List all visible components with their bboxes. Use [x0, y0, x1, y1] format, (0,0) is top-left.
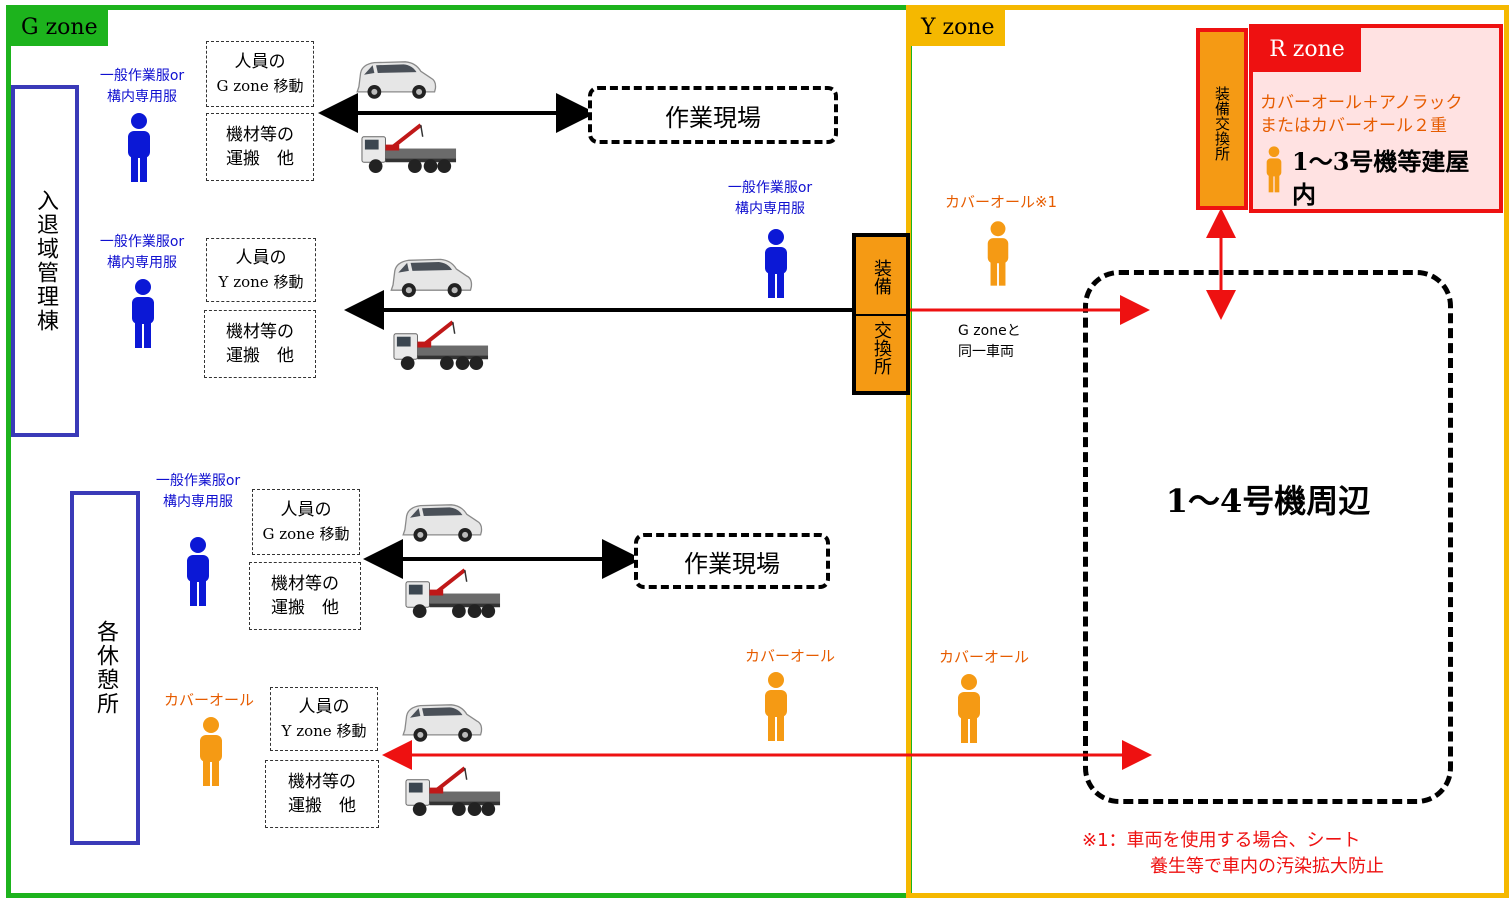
row4-move-box: 人員の Y zone 移動: [270, 687, 378, 751]
row3-cargo-line2: 運搬 他: [271, 598, 339, 618]
entry-management-building: 入退域管理棟: [11, 85, 79, 437]
row4-truck-icon: [404, 766, 502, 820]
row4-move-line1: 人員の: [298, 697, 350, 717]
row4-move-line2: Y zone 移動: [281, 722, 367, 740]
row4-worker-label: カバーオール: [163, 691, 254, 709]
row1-move-line1: 人員の: [234, 52, 286, 72]
row1-move-box: 人員の G zone 移動: [206, 41, 314, 107]
row1-worker-icon: [124, 112, 154, 182]
row4-worker-icon: [196, 716, 226, 786]
row1-move-line2: G zone 移動: [216, 77, 304, 95]
row3-worker-icon: [183, 536, 213, 606]
rest-area-building: 各休憩所: [70, 491, 140, 845]
row1-worker-label-2: 構内専用服: [107, 89, 177, 105]
row4-cargo-line1: 機材等の: [288, 772, 356, 792]
mid-worker-label-2: 構内専用服: [735, 201, 805, 217]
row4-cargo-line2: 運搬 他: [288, 796, 356, 816]
row1-worker-label-1: 一般作業服or: [99, 68, 185, 84]
row3-worker-label-1: 一般作業服or: [155, 473, 241, 489]
row3-cargo-line1: 機材等の: [271, 574, 339, 594]
row2-worker-label-1: 一般作業服or: [99, 234, 185, 250]
r-zone-gear-line2: またはカバーオール２重: [1260, 116, 1447, 136]
g-zone-label: G zone: [11, 10, 108, 46]
row1-cargo-line2: 運搬 他: [226, 149, 294, 169]
r-zone-area-line1: 1〜3号機等建屋: [1292, 147, 1470, 176]
row2-cargo-line2: 運搬 他: [226, 346, 294, 366]
row3-move-line1: 人員の: [280, 500, 332, 520]
row3-work-site: 作業現場: [634, 533, 830, 589]
units-1-4-area-label: 1〜4号機周辺: [1165, 482, 1371, 520]
row3-worker-label-2: 構内専用服: [163, 494, 233, 510]
row2-move-box: 人員の Y zone 移動: [206, 238, 316, 302]
coverall-mid-label: カバーオール: [744, 647, 835, 665]
row3-truck-icon: [404, 568, 502, 622]
row2-move-line1: 人員の: [235, 248, 287, 268]
g-y-exchange-station: 装備 交換所: [852, 233, 910, 395]
row3-move-line2: G zone 移動: [262, 525, 350, 543]
mid-worker-icon: [761, 228, 791, 298]
y-r-exchange-station: 装備交換所: [1196, 28, 1248, 210]
row1-truck-icon: [360, 123, 458, 177]
row2-cargo-line1: 機材等の: [226, 322, 294, 342]
row2-worker-icon: [128, 278, 158, 348]
r-zone-area-line2: 内: [1292, 180, 1316, 209]
row4-cargo-box: 機材等の 運搬 他: [265, 760, 379, 828]
row2-worker-label-2: 構内専用服: [107, 255, 177, 271]
coverall-note1-label: カバーオール※1: [944, 193, 1058, 211]
row3-move-box: 人員の G zone 移動: [252, 489, 360, 555]
r-zone-gear-line1: カバーオール＋アノラック: [1260, 93, 1463, 113]
row1-cargo-line1: 機材等の: [226, 125, 294, 145]
y-zone-frame: [906, 5, 1509, 898]
row1-work-site: 作業現場: [588, 86, 838, 144]
g-y-exchange-label-bottom: 交換所: [871, 321, 892, 375]
footnote-line2: 養生等で車内の汚染拡大防止: [1150, 856, 1384, 877]
row1-cargo-box: 機材等の 運搬 他: [206, 113, 314, 181]
row2-move-line2: Y zone 移動: [218, 273, 304, 291]
same-vehicle-line1: G zoneと: [958, 323, 1021, 339]
footnote-line1: ※1：車両を使用する場合、シート: [1082, 830, 1361, 851]
row2-cargo-box: 機材等の 運搬 他: [204, 310, 316, 378]
row3-car-icon: [398, 500, 484, 544]
r-zone-frame: [1249, 24, 1503, 213]
row1-car-icon: [352, 57, 438, 101]
row3-cargo-box: 機材等の 運搬 他: [249, 562, 361, 630]
row4-car-icon: [398, 700, 484, 744]
y-r-exchange-label: 装備交換所: [1213, 86, 1231, 161]
g-y-exchange-label-top: 装備: [871, 259, 892, 295]
row2-truck-icon: [392, 320, 490, 374]
coverall-y-label: カバーオール: [938, 648, 1029, 666]
coverall-y-icon: [954, 673, 984, 743]
same-vehicle-line2: 同一車両: [958, 344, 1014, 360]
r-zone-worker-icon: [1264, 143, 1284, 195]
row2-car-icon: [385, 255, 475, 299]
r-zone-label: R zone: [1253, 28, 1361, 72]
y-zone-label: Y zone: [911, 10, 1005, 46]
coverall-mid-icon: [761, 671, 791, 741]
y-worker-top-icon: [984, 218, 1012, 288]
mid-worker-label-1: 一般作業服or: [727, 180, 813, 196]
units-1-4-area: [1083, 270, 1453, 804]
